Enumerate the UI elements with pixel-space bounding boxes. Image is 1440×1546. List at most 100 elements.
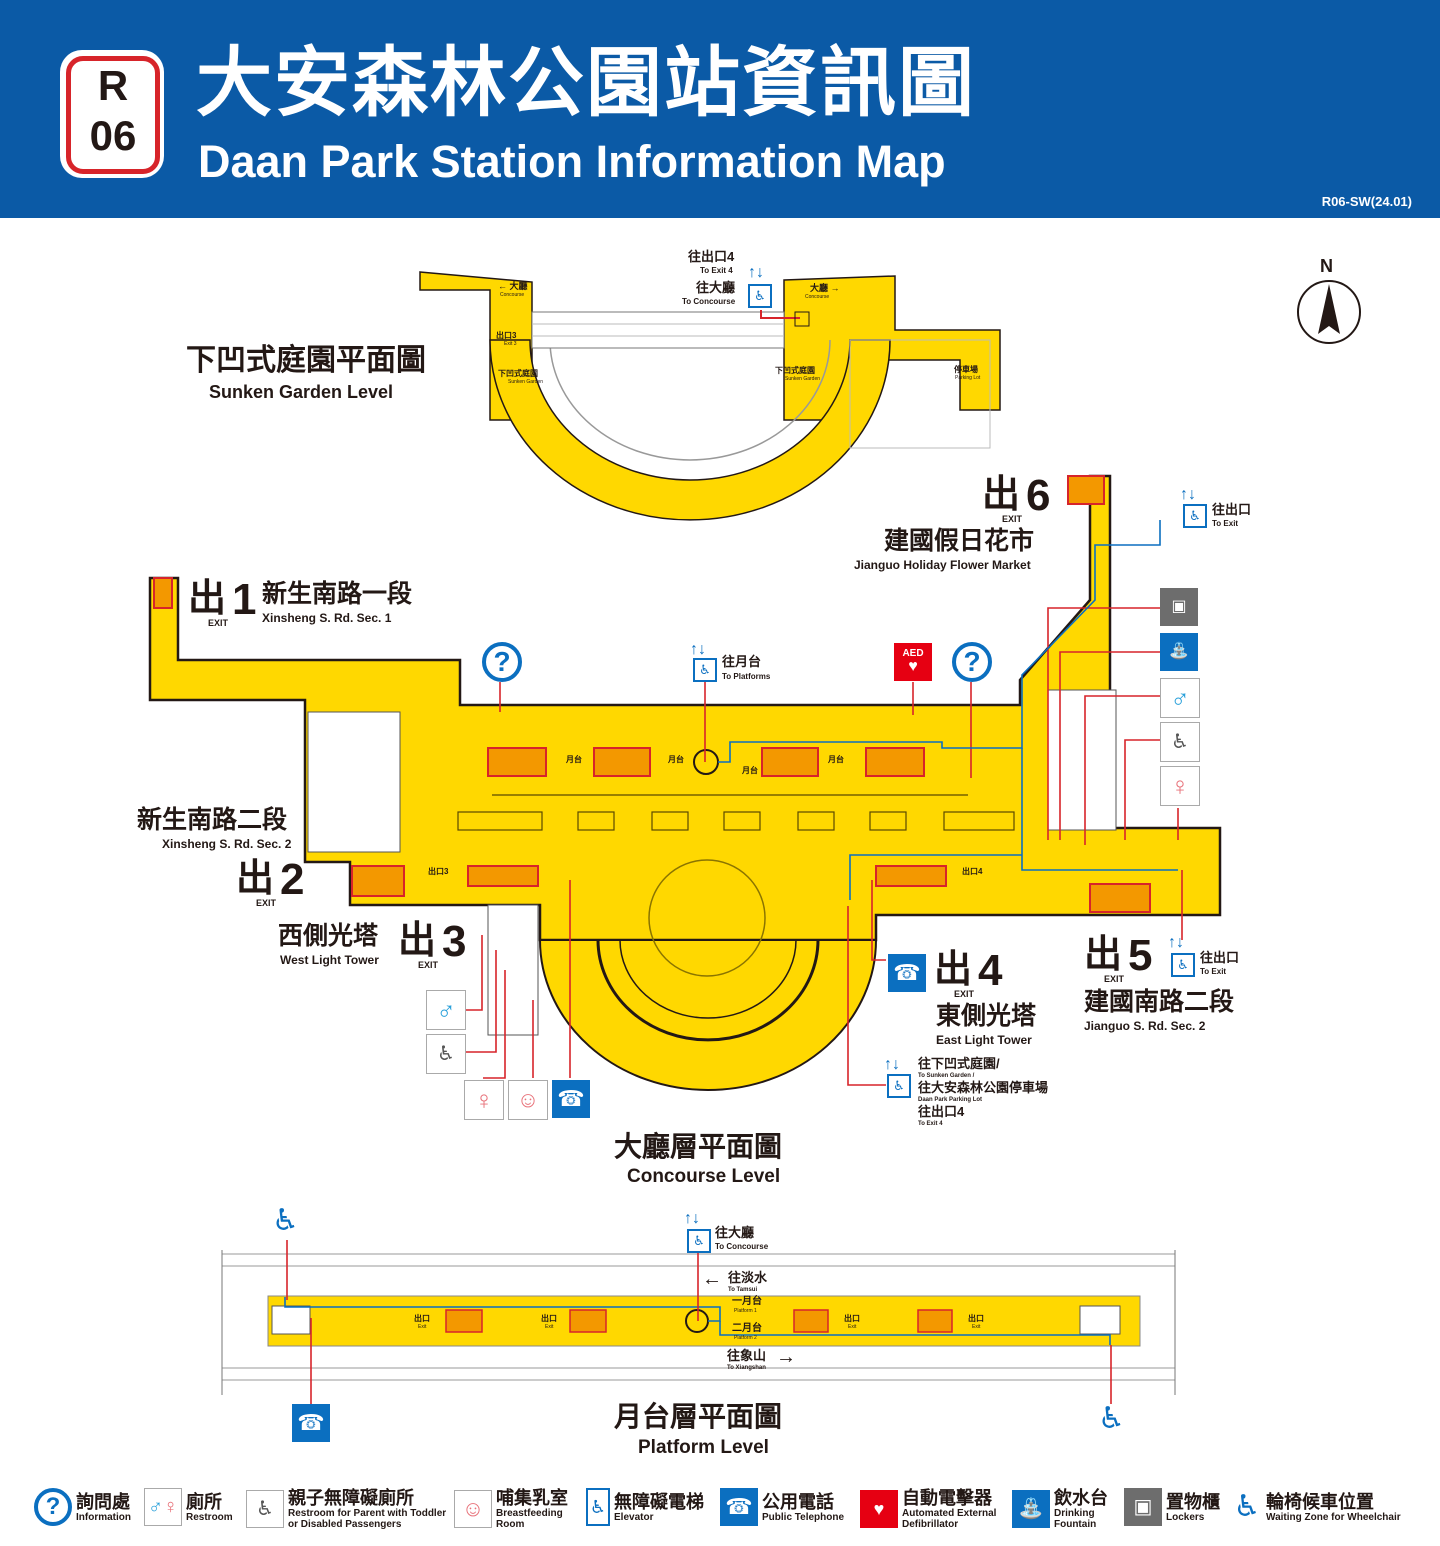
aed-icon: ♥	[860, 1490, 898, 1528]
to-tamsui-en: To Tamsui	[728, 1287, 758, 1293]
to-exit4-en: To Exit 4	[700, 266, 733, 275]
exit-4-name-zh: 東側光塔	[936, 1001, 1037, 1030]
compass-north-label: N	[1320, 256, 1333, 276]
information-icon: ?	[34, 1488, 72, 1526]
pf-exit-en: Exit	[545, 1324, 554, 1330]
to-exit4-zh: 往出口4	[688, 249, 735, 264]
sg-exit3-zh: 出口3	[496, 331, 517, 340]
exit-6-name-zh: 建國假日花市	[884, 526, 1035, 555]
multi-line1-en: To Sunken Garden /	[918, 1073, 975, 1079]
concourse-title-en: Concourse Level	[627, 1166, 781, 1187]
concourse-floorplan	[148, 474, 1222, 1091]
multi-line3-zh: 往出口4	[918, 1104, 965, 1119]
locker-icon: ▣	[1124, 1488, 1162, 1526]
elevator-to-concourse-icon[interactable]: ♿	[687, 1229, 711, 1253]
elevator-icon: ♿	[586, 1488, 610, 1526]
exit-6-name-en: Jianguo Holiday Flower Market	[854, 558, 1031, 572]
platform1-en: Platform 1	[734, 1308, 757, 1314]
sg-to-concourse-zh: 往大廳	[696, 280, 736, 295]
escalator-exit4-label: 出口4	[962, 867, 983, 876]
elevator-to-exit-icon[interactable]: ♿	[1171, 953, 1195, 977]
restroom-female-icon[interactable]: ♀	[1160, 766, 1200, 806]
pf-exit-en: Exit	[848, 1324, 857, 1330]
pf-to-concourse-zh: 往大廳	[715, 1225, 755, 1240]
telephone-icon[interactable]: ☎	[552, 1080, 590, 1118]
exit-5-name-zh: 建國南路二段	[1084, 987, 1235, 1016]
family-accessible-restroom-icon[interactable]: ♿	[1160, 722, 1200, 762]
escalator-exit3-label: 出口3	[428, 867, 449, 876]
pf-exit-label: 出口	[968, 1314, 984, 1323]
sg-parking-zh: 停車場	[954, 365, 978, 374]
sg-concourse-right-en: Concourse	[805, 294, 830, 300]
pf-exit-label: 出口	[414, 1314, 430, 1323]
locker-icon[interactable]: ▣	[1160, 588, 1198, 626]
breastfeeding-icon: ☺	[454, 1490, 492, 1528]
exit-1-name-en: Xinsheng S. Rd. Sec. 1	[262, 611, 392, 625]
station-code-badge: R 06	[60, 50, 164, 178]
sg-concourse-left-en: Concourse	[500, 292, 525, 298]
restroom-male-icon[interactable]: ♂	[1160, 678, 1200, 718]
to-exit-en: To Exit	[1212, 519, 1239, 528]
information-icon[interactable]: ?	[482, 642, 522, 682]
telephone-icon[interactable]: ☎	[292, 1404, 330, 1442]
arrow-left-icon: ←	[702, 1268, 722, 1290]
exit-2-name-en: Xinsheng S. Rd. Sec. 2	[162, 837, 292, 851]
concourse-title-zh: 大廳層平面圖	[614, 1130, 783, 1163]
multi-line2-zh: 往大安森林公園停車場	[918, 1080, 1049, 1095]
escalator-platform-label: 月台	[668, 755, 684, 764]
to-tamsui-zh: 往淡水	[728, 1270, 768, 1285]
restroom-icon: ♂♀	[144, 1488, 182, 1526]
information-icon[interactable]: ?	[952, 642, 992, 682]
exit-5-name-en: Jianguo S. Rd. Sec. 2	[1084, 1019, 1206, 1033]
breastfeeding-icon[interactable]: ☺	[508, 1080, 548, 1120]
up-down-arrows-icon: ↑↓	[884, 1056, 900, 1073]
escalator-platform-label: 月台	[828, 755, 844, 764]
up-down-arrows-icon: ↑↓	[684, 1210, 700, 1227]
escalator-platform-label: 月台	[566, 755, 582, 764]
sg-concourse-right-zh: 大廳 →	[810, 283, 840, 293]
drinking-fountain-icon[interactable]: ⛲	[1160, 633, 1198, 671]
telephone-icon: ☎	[720, 1488, 758, 1526]
elevator-icon[interactable]: ♿	[748, 284, 772, 308]
escalator-platform-label: 月台	[742, 766, 758, 775]
platform2-en: Platform 2	[734, 1335, 757, 1341]
exit-2-name-zh: 新生南路二段	[137, 805, 288, 834]
restroom-female-icon[interactable]: ♀	[464, 1080, 504, 1120]
elevator-to-exit-icon[interactable]: ♿	[1183, 504, 1207, 528]
elevator-multi-icon[interactable]: ♿	[887, 1074, 911, 1098]
to-exit-zh: 往出口	[1212, 502, 1252, 517]
sg-exit3-en: Exit 3	[504, 341, 517, 347]
pf-exit-en: Exit	[972, 1324, 981, 1330]
pf-to-concourse-en: To Concourse	[715, 1242, 769, 1251]
elevator-to-platforms-icon[interactable]: ♿	[693, 658, 717, 682]
exit-4-name-en: East Light Tower	[936, 1033, 1032, 1047]
exit-3-name-en: West Light Tower	[280, 953, 379, 967]
sunken-garden-title-en: Sunken Garden Level	[209, 382, 394, 402]
aed-icon[interactable]: AED♥	[894, 643, 932, 681]
to-xiangshan-en: To Xiangshan	[727, 1365, 766, 1371]
telephone-icon[interactable]: ☎	[888, 954, 926, 992]
sg-concourse-left-zh: ← 大廳	[498, 281, 528, 291]
sg-parking-en: Parking Lot	[955, 375, 981, 381]
wheelchair-icon[interactable]: ♿	[272, 1204, 299, 1237]
pf-exit-label: 出口	[844, 1314, 860, 1323]
up-down-arrows-icon: ↑↓	[748, 264, 764, 281]
platform2-zh: 二月台	[732, 1323, 762, 1334]
to-platforms-zh: 往月台	[722, 654, 762, 669]
wheelchair-icon[interactable]: ♿	[1098, 1402, 1125, 1435]
family-accessible-restroom-icon[interactable]: ♿	[426, 1034, 466, 1074]
restroom-male-icon[interactable]: ♂	[426, 990, 466, 1030]
